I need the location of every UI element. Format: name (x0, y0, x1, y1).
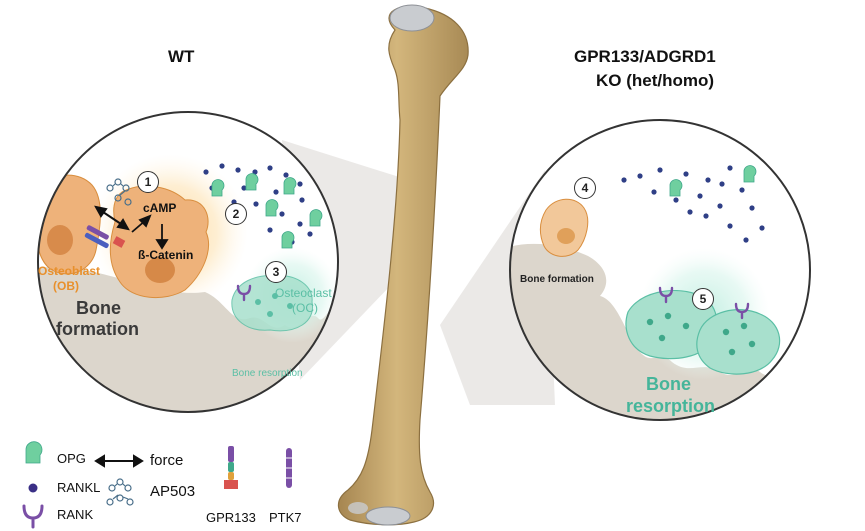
opg-left (211, 173, 323, 249)
legend-opg-icon (25, 441, 43, 464)
step-3-badge: 3 (265, 261, 287, 283)
legend-rankl-label: RANKL (57, 480, 101, 495)
signal-arrows (131, 214, 169, 250)
force-arrow-left (94, 205, 130, 231)
femur-bone (337, 4, 469, 526)
osteoblast-cell-right (539, 198, 589, 257)
osteoblast-label-line1: Osteoblast (38, 264, 101, 278)
legend-gpr133-icon (224, 446, 238, 489)
legend-rankl-icon (28, 483, 38, 493)
legend-opg-label: OPG (57, 451, 86, 466)
osteoclast-cell-left (231, 275, 313, 332)
step-5-badge: 5 (692, 288, 714, 310)
bone-resorption-label-line2: resorption (626, 396, 716, 416)
bone-formation-small-label: Bone formation (520, 274, 594, 285)
step-2-badge: 2 (225, 203, 247, 225)
wt-title: WT (168, 47, 195, 66)
legend-ap503-label: AP503 (150, 483, 196, 500)
osteoclast-cell-right-b (696, 309, 781, 375)
ap503-molecule-left (106, 178, 132, 206)
ko-title-line1: GPR133/ADGRD1 (574, 47, 716, 66)
step-1-badge: 1 (137, 171, 159, 193)
camp-label: cAMP (143, 201, 177, 215)
bone-resorption-label-line1: Bone (646, 374, 691, 394)
ko-title-line2: KO (het/homo) (596, 71, 715, 90)
legend-force-arrow (94, 454, 144, 468)
legend-ptk7-label: PTK7 (269, 510, 302, 525)
legend-ap503-icon (106, 478, 134, 506)
rankl-dots-right (621, 165, 765, 243)
gpr133-receptor-left (84, 225, 126, 249)
legend-ptk7-icon (286, 448, 292, 488)
rank-receptors (236, 284, 750, 320)
catenin-label: ß-Catenin (138, 248, 194, 262)
bone-formation-label-line1: Bone (76, 298, 121, 318)
legend-rank-icon (22, 504, 44, 529)
osteoblast-cell-left (38, 174, 101, 275)
osteoblast-label-line2: (OB) (53, 279, 79, 293)
step-4-badge: 4 (574, 177, 596, 199)
osteoclast-label-line2: (OC) (292, 301, 318, 315)
opg-right (669, 165, 757, 197)
bone-resorption-small-label: Bone resorption (232, 368, 303, 379)
legend-rank-label: RANK (57, 507, 94, 522)
bone-formation-label-line2: formation (56, 319, 139, 339)
bone-matrix-left (38, 267, 338, 412)
osteoclast-label-line1: Osteoclast (275, 286, 332, 300)
legend-gpr133-label: GPR133 (206, 510, 256, 525)
legend-force-label: force (150, 452, 184, 469)
bone-matrix-right (510, 243, 810, 420)
